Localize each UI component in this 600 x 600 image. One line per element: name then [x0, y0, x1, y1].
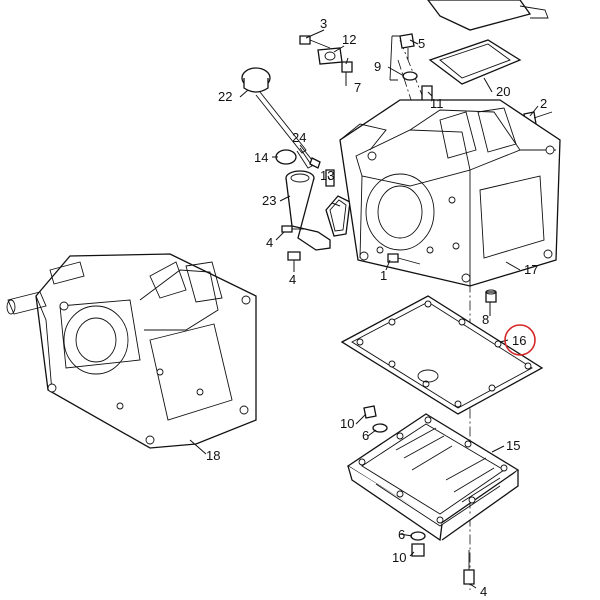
callout-4-tube[interactable]: 4: [266, 235, 273, 250]
callout-18[interactable]: 18: [206, 448, 220, 463]
bolt-part-4-bottom[interactable]: [463, 550, 475, 585]
dowel-part-8[interactable]: [485, 289, 497, 303]
upper-cover-fragment: [427, 0, 549, 31]
callout-3[interactable]: 3: [320, 16, 327, 31]
highlight-circle: [504, 324, 536, 356]
callout-23[interactable]: 23: [262, 193, 276, 208]
oil-pan-part-15[interactable]: [346, 413, 520, 542]
breather-part-12[interactable]: [317, 47, 343, 65]
screw-part-24[interactable]: [309, 157, 321, 169]
callout-2[interactable]: 2: [540, 96, 547, 111]
callout-7[interactable]: 7: [354, 80, 361, 95]
drain-plug-part-10-top[interactable]: [363, 405, 377, 419]
bolt-part-1[interactable]: [387, 253, 421, 265]
crankcase-upper-part-17[interactable]: [339, 99, 561, 287]
drain-plug-part-10-bottom[interactable]: [411, 543, 425, 557]
callout-6-bottom[interactable]: 6: [398, 527, 405, 542]
bolt-part-3[interactable]: [299, 35, 331, 49]
dipstick-tube-part-23[interactable]: [285, 170, 331, 251]
callout-8[interactable]: 8: [482, 312, 489, 327]
callout-9[interactable]: 9: [374, 59, 381, 74]
callout-13[interactable]: 13: [320, 168, 334, 183]
callout-15[interactable]: 15: [506, 438, 520, 453]
callout-4-lower[interactable]: 4: [289, 272, 296, 287]
leader-lines: [189, 29, 539, 589]
bolt-part-4-lower[interactable]: [287, 251, 301, 268]
oil-pan-gasket-part-16[interactable]: [340, 295, 544, 415]
o-ring-part-14[interactable]: [275, 149, 297, 165]
washer-part-7-top[interactable]: [341, 61, 353, 73]
bolt-part-4-tube[interactable]: [281, 225, 304, 233]
o-ring-part-9[interactable]: [402, 71, 418, 81]
callout-22[interactable]: 22: [218, 89, 232, 104]
washer-part-6-top[interactable]: [372, 423, 388, 433]
dipstick-part-22[interactable]: [241, 67, 313, 169]
callouts: 1 2 3 4 4 4 5 6 6 7 8 9 10 10 11 12 13 1…: [206, 16, 547, 599]
callout-12[interactable]: 12: [342, 32, 356, 47]
callout-20[interactable]: 20: [496, 84, 510, 99]
callout-16[interactable]: 16: [512, 333, 526, 348]
callout-6-top[interactable]: 6: [362, 428, 369, 443]
washer-part-6-bottom[interactable]: [410, 531, 426, 541]
callout-10-bottom[interactable]: 10: [392, 550, 406, 565]
callout-24[interactable]: 24: [292, 130, 306, 145]
crankcase-left-part-18[interactable]: [6, 253, 257, 449]
callout-14[interactable]: 14: [254, 150, 268, 165]
callout-10-top[interactable]: 10: [340, 416, 354, 431]
tube-gasket-part-13[interactable]: [325, 195, 351, 237]
valve-part-5[interactable]: [399, 33, 415, 60]
callout-4-bottom[interactable]: 4: [480, 584, 487, 599]
callout-5[interactable]: 5: [418, 36, 425, 51]
washer-part-9-group: [389, 35, 400, 81]
cover-gasket-part-20[interactable]: [428, 39, 522, 86]
callout-1[interactable]: 1: [380, 268, 387, 283]
callout-11[interactable]: 11: [430, 96, 444, 111]
callout-17[interactable]: 17: [524, 262, 538, 277]
plug-part-7[interactable]: [325, 169, 335, 187]
